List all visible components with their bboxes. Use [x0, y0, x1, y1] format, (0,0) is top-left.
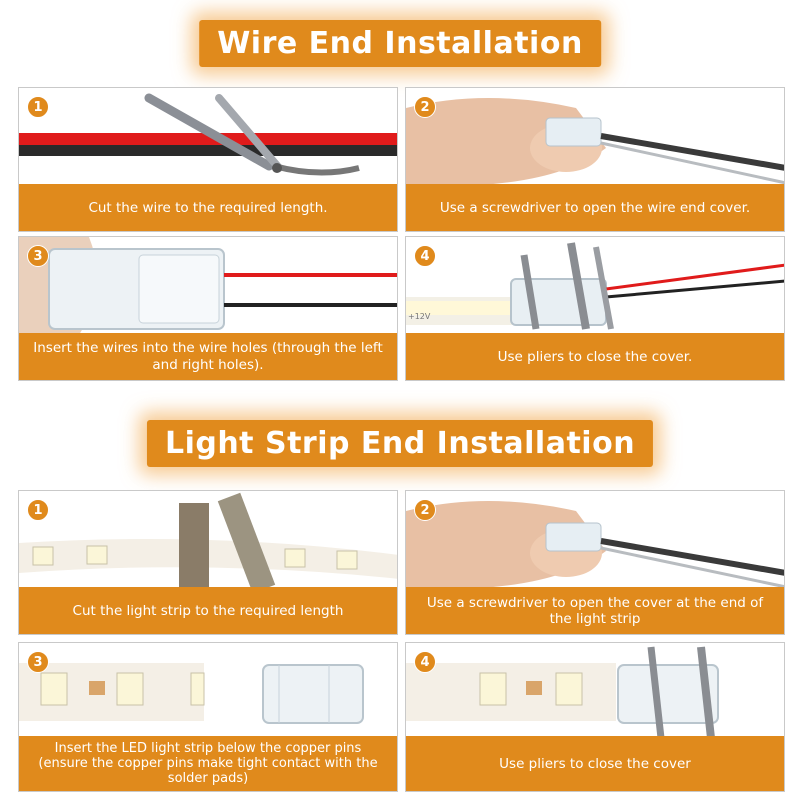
step-number-badge: 4: [414, 651, 436, 673]
step-number-badge: 1: [27, 499, 49, 521]
insert-wires-photo: [19, 237, 397, 335]
step-card-strip-4: 4 Use pliers to close the cover: [405, 642, 785, 792]
step-number-badge: 2: [414, 96, 436, 118]
step-number-badge: 2: [414, 499, 436, 521]
cut-strip-photo: [19, 491, 397, 589]
open-cover-photo: [406, 88, 784, 186]
section-title-light-strip-end: Light Strip End Installation: [146, 420, 654, 467]
step-card-wire-4: 4 +12V Use pliers to close the cover.: [405, 236, 785, 381]
open-strip-cover-photo: [406, 491, 784, 589]
step-caption: Use a screwdriver to open the wire end c…: [406, 184, 784, 231]
step-caption: Use pliers to close the cover.: [406, 333, 784, 380]
step-card-strip-2: 2 Use a screwdriver to open the cover at…: [405, 490, 785, 635]
step-caption: Cut the light strip to the required leng…: [19, 587, 397, 634]
close-cover-pliers-photo: +12V: [406, 237, 784, 335]
step-number-badge: 4: [414, 245, 436, 267]
strip-voltage-label: +12V: [408, 312, 431, 321]
step-card-strip-1: 1 Cut the light strip to the required le…: [18, 490, 398, 635]
step-number-badge: 3: [27, 245, 49, 267]
step-card-strip-3: 3 Insert the LED light strip below the c…: [18, 642, 398, 792]
step-caption: Insert the wires into the wire holes (th…: [19, 333, 397, 380]
step-caption: Use a screwdriver to open the cover at t…: [406, 587, 784, 634]
cut-wire-photo: [19, 88, 397, 186]
step-caption: Cut the wire to the required length.: [19, 184, 397, 231]
step-card-wire-2: 2 Use a screwdriver to open the wire end…: [405, 87, 785, 232]
step-number-badge: 3: [27, 651, 49, 673]
close-strip-cover-pliers-photo: [406, 643, 784, 738]
section-title-wire-end: Wire End Installation: [199, 20, 601, 67]
step-caption: Insert the LED light strip below the cop…: [19, 736, 397, 791]
step-card-wire-3: 3 Insert the wires into the wire holes (…: [18, 236, 398, 381]
insert-strip-photo: [19, 643, 397, 738]
step-caption: Use pliers to close the cover: [406, 736, 784, 791]
step-number-badge: 1: [27, 96, 49, 118]
step-card-wire-1: 1 Cut the wire to the required length.: [18, 87, 398, 232]
